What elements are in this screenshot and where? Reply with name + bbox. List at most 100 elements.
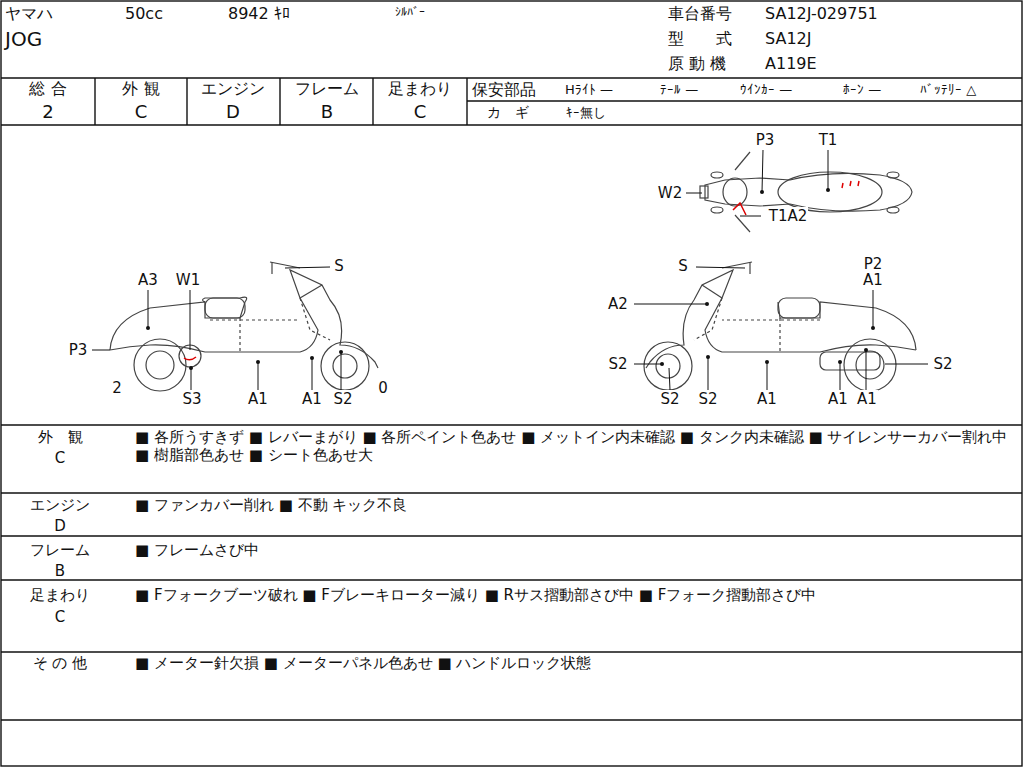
drawing-part [1, 579, 1022, 580]
callout-label: P3 [755, 131, 776, 150]
callout-label: A1 [827, 390, 849, 409]
drawing-part [705, 302, 709, 306]
drawing-part [887, 207, 899, 213]
leader-lines [92, 150, 928, 390]
sheet-text: カ ギ [487, 104, 529, 122]
drawing-part [686, 193, 702, 194]
sheet-text: ｷｰ無し [566, 105, 606, 121]
drawing-part [735, 152, 750, 170]
sheet-text: ヤマハ [5, 4, 53, 24]
callout-label: A1 [856, 390, 878, 409]
drawing-part [711, 172, 723, 178]
sheet-text: 50cc [125, 4, 163, 24]
drawing-part [820, 352, 880, 370]
drawing-part [321, 342, 369, 390]
drawing-part [842, 181, 859, 188]
drawing-part [1, 124, 1022, 125]
drawing-part [1, 651, 1022, 652]
drawing-part [740, 216, 761, 217]
drawing-part [300, 298, 330, 340]
drawing-part [634, 304, 707, 305]
sheet-text: ｼﾙﾊﾞｰ [395, 5, 425, 20]
callout-label: A2 [607, 295, 629, 314]
sheet-text: 足まわり [30, 586, 90, 605]
callout-label: W1 [175, 271, 201, 290]
drawing-part [190, 290, 191, 350]
drawing-part [866, 350, 867, 390]
drawing-part [885, 364, 928, 365]
drawing-part [733, 203, 746, 215]
sheet-text: D [54, 517, 66, 536]
drawing-part [210, 318, 300, 352]
drawing-part [285, 267, 330, 268]
sheet-text: Hﾗｲﾄ — [565, 82, 613, 98]
damage-mark [184, 357, 196, 360]
drawing-part [94, 78, 95, 125]
callout-label: W2 [657, 184, 683, 203]
drawing-part [735, 215, 750, 232]
drawing-part [711, 207, 723, 213]
drawing-part [146, 351, 174, 379]
callout-label: S2 [932, 355, 953, 374]
sheet-text: 2 [42, 101, 53, 124]
drawing-part [722, 318, 820, 352]
callout-dots [146, 188, 875, 370]
drawing-part [828, 150, 829, 190]
callout-label: 2 [111, 379, 123, 398]
sheet-text: 車台番号 [668, 4, 732, 24]
drawing-part [1, 719, 1022, 720]
callout-label: A3 [137, 271, 159, 290]
scooter-left [110, 262, 378, 391]
drawing-part [110, 297, 247, 350]
sheet-text: ■ 各所うすきず ■ レバーまがり ■ 各所ペイント色あせ ■ メットイン内未確… [135, 428, 1015, 466]
drawing-part [271, 262, 272, 274]
drawing-part [372, 78, 373, 125]
drawing-part [723, 178, 747, 206]
drawing-part [749, 262, 750, 274]
drawing-part [656, 354, 680, 378]
sheet-text: B [55, 562, 65, 581]
drawing-part [258, 362, 259, 390]
drawing-part [660, 362, 664, 366]
sheet-text: 型 式 [668, 29, 732, 49]
sheet-text: ■ フレームさび中 [135, 541, 1015, 560]
drawing-part [92, 350, 110, 351]
drawing-part [148, 290, 149, 328]
sheet-text: そ の 他 [33, 654, 88, 673]
drawing-part [826, 188, 830, 192]
callout-label: S [333, 257, 345, 276]
drawing-part [1, 535, 1022, 536]
sheet-text: ﾃｰﾙ — [660, 82, 698, 98]
sheet-text: ｳｲﾝｶｰ — [740, 82, 792, 98]
drawing-part [705, 173, 912, 211]
drawing-part [838, 360, 842, 364]
sheet-text: フレーム [30, 541, 90, 560]
drawing-part [256, 360, 260, 364]
drawing-part [669, 368, 670, 390]
callout-label: P3 [68, 341, 89, 360]
drawing-part [887, 172, 899, 178]
drawing-part [134, 339, 186, 391]
drawing-part [1, 424, 1022, 425]
drawing-part [279, 78, 280, 125]
callout-label: S [677, 257, 689, 276]
sheet-text: 総 合 [29, 79, 66, 99]
drawing-part [840, 362, 841, 390]
drawing-part [722, 262, 752, 268]
sheet-text: エンジン [201, 79, 265, 99]
sheet-text: D [226, 101, 240, 124]
drawing-part [634, 364, 662, 365]
scooter-right [644, 262, 916, 391]
drawing-part [702, 285, 722, 298]
callout-label: S2 [697, 390, 718, 409]
drawing-part [312, 358, 313, 390]
drawing-part [300, 285, 322, 298]
drawing-part [696, 267, 745, 268]
callout-label: T1A2 [768, 207, 809, 226]
sheet-text: ■ メーター針欠損 ■ メーターパネル色あせ ■ ハンドルロック状態 [135, 654, 1015, 673]
drawing-part [186, 78, 187, 125]
callout-label: A1 [247, 390, 269, 409]
drawing-part [760, 190, 764, 194]
sheet-text: ﾎｰﾝ — [843, 82, 881, 98]
